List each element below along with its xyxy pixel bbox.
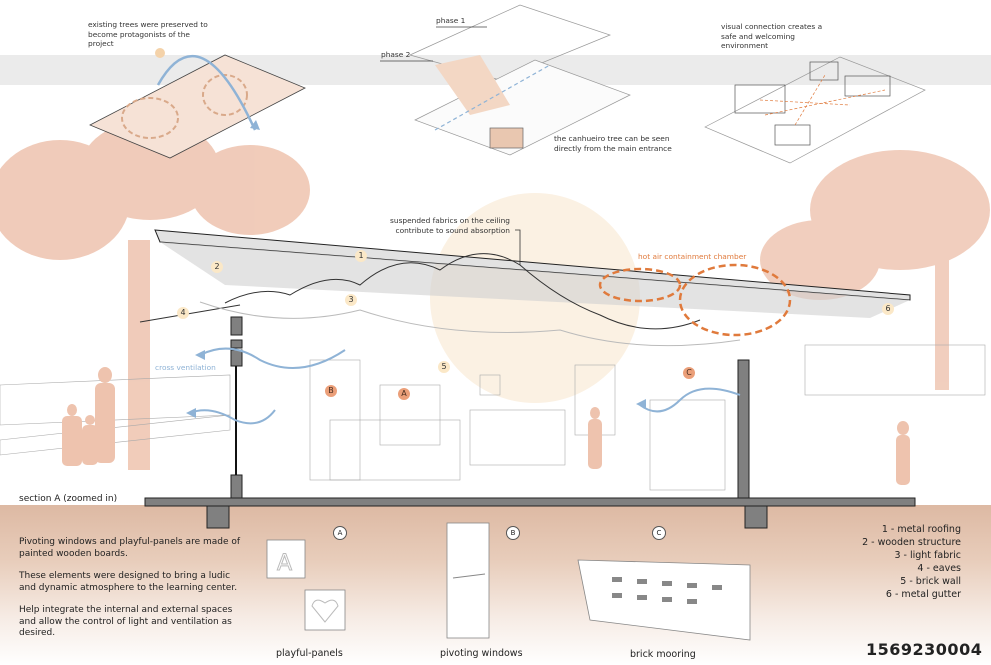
badge-6-metal-gutter: 6 [882, 303, 894, 315]
component-legend: 1 - metal roofing 2 - wooden structure 3… [862, 523, 961, 601]
caption-playful-panels: playful-panels [276, 648, 343, 659]
tree-right-illustration [760, 150, 990, 390]
metal-roof [139, 229, 911, 323]
legend-item: 3 - light fabric [894, 550, 961, 561]
arrow-head-3 [636, 399, 646, 409]
fabric-leader-line [515, 229, 521, 265]
diagram-visual-connection [704, 56, 926, 164]
badge-5-brick-wall: 5 [438, 361, 450, 373]
diagram-trees-plate [89, 48, 306, 159]
project-code: 1569230004 [866, 640, 983, 659]
heart-panel-glyph [311, 599, 339, 623]
phase2-label: phase 2 [381, 50, 411, 59]
arrow-head-2 [186, 408, 196, 418]
legend-item: 6 - metal gutter [885, 589, 961, 600]
badge-b-pivoting-windows: B [325, 385, 337, 397]
hot-air-chamber-label: hot air containment chamber [638, 252, 747, 261]
section-title: section A (zoomed in) [19, 494, 118, 504]
brick-screen-wall [0, 374, 231, 456]
caption-brick-mooring: brick mooring [630, 649, 696, 660]
phase1-label: phase 1 [436, 16, 466, 25]
trees-note: existing trees were preserved to become … [88, 20, 208, 48]
description-paragraph: These elements were designed to bring a … [19, 571, 238, 593]
detail-b-badge: B [506, 526, 520, 540]
visual-connection-note: visual connection creates a safe and wel… [721, 22, 823, 50]
description-paragraph: Pivoting windows and playful-panels are … [19, 537, 241, 559]
legend-item: 2 - wooden structure [862, 537, 961, 548]
panel-letter-glyph: A [277, 551, 292, 576]
bottom-info-panel [0, 505, 991, 665]
legend-item: 1 - metal roofing [881, 524, 961, 535]
light-fabric [199, 253, 741, 347]
fabrics-note: suspended fabrics on the ceiling contrib… [390, 216, 510, 235]
canhueiro-note: the canhueiro tree can be seen directly … [554, 134, 672, 153]
badge-3-light-fabric: 3 [345, 294, 357, 306]
description-paragraph: Help integrate the internal and external… [19, 605, 233, 638]
ventilation-arrows [189, 347, 741, 425]
arrow-head-1 [195, 350, 205, 360]
badge-2-wooden-structure: 2 [211, 261, 223, 273]
legend-item: 4 - eaves [917, 563, 961, 574]
diagram-phases [380, 4, 631, 156]
classroom-interior [309, 344, 986, 491]
detail-c-badge: C [652, 526, 666, 540]
cross-ventilation-label: cross ventilation [155, 363, 216, 372]
badge-a-playful-panels: A [398, 388, 410, 400]
caption-pivoting-windows: pivoting windows [440, 648, 523, 659]
badge-c-brick-mooring: C [683, 367, 695, 379]
detail-a-badge: A [333, 526, 347, 540]
description-text: Pivoting windows and playful-panels are … [19, 537, 249, 651]
people-silhouettes [62, 367, 910, 485]
badge-4-eaves: 4 [177, 307, 189, 319]
hot-air-chamber-outline [598, 263, 792, 337]
legend-item: 5 - brick wall [900, 576, 961, 587]
badge-1-metal-roofing: 1 [355, 250, 367, 262]
